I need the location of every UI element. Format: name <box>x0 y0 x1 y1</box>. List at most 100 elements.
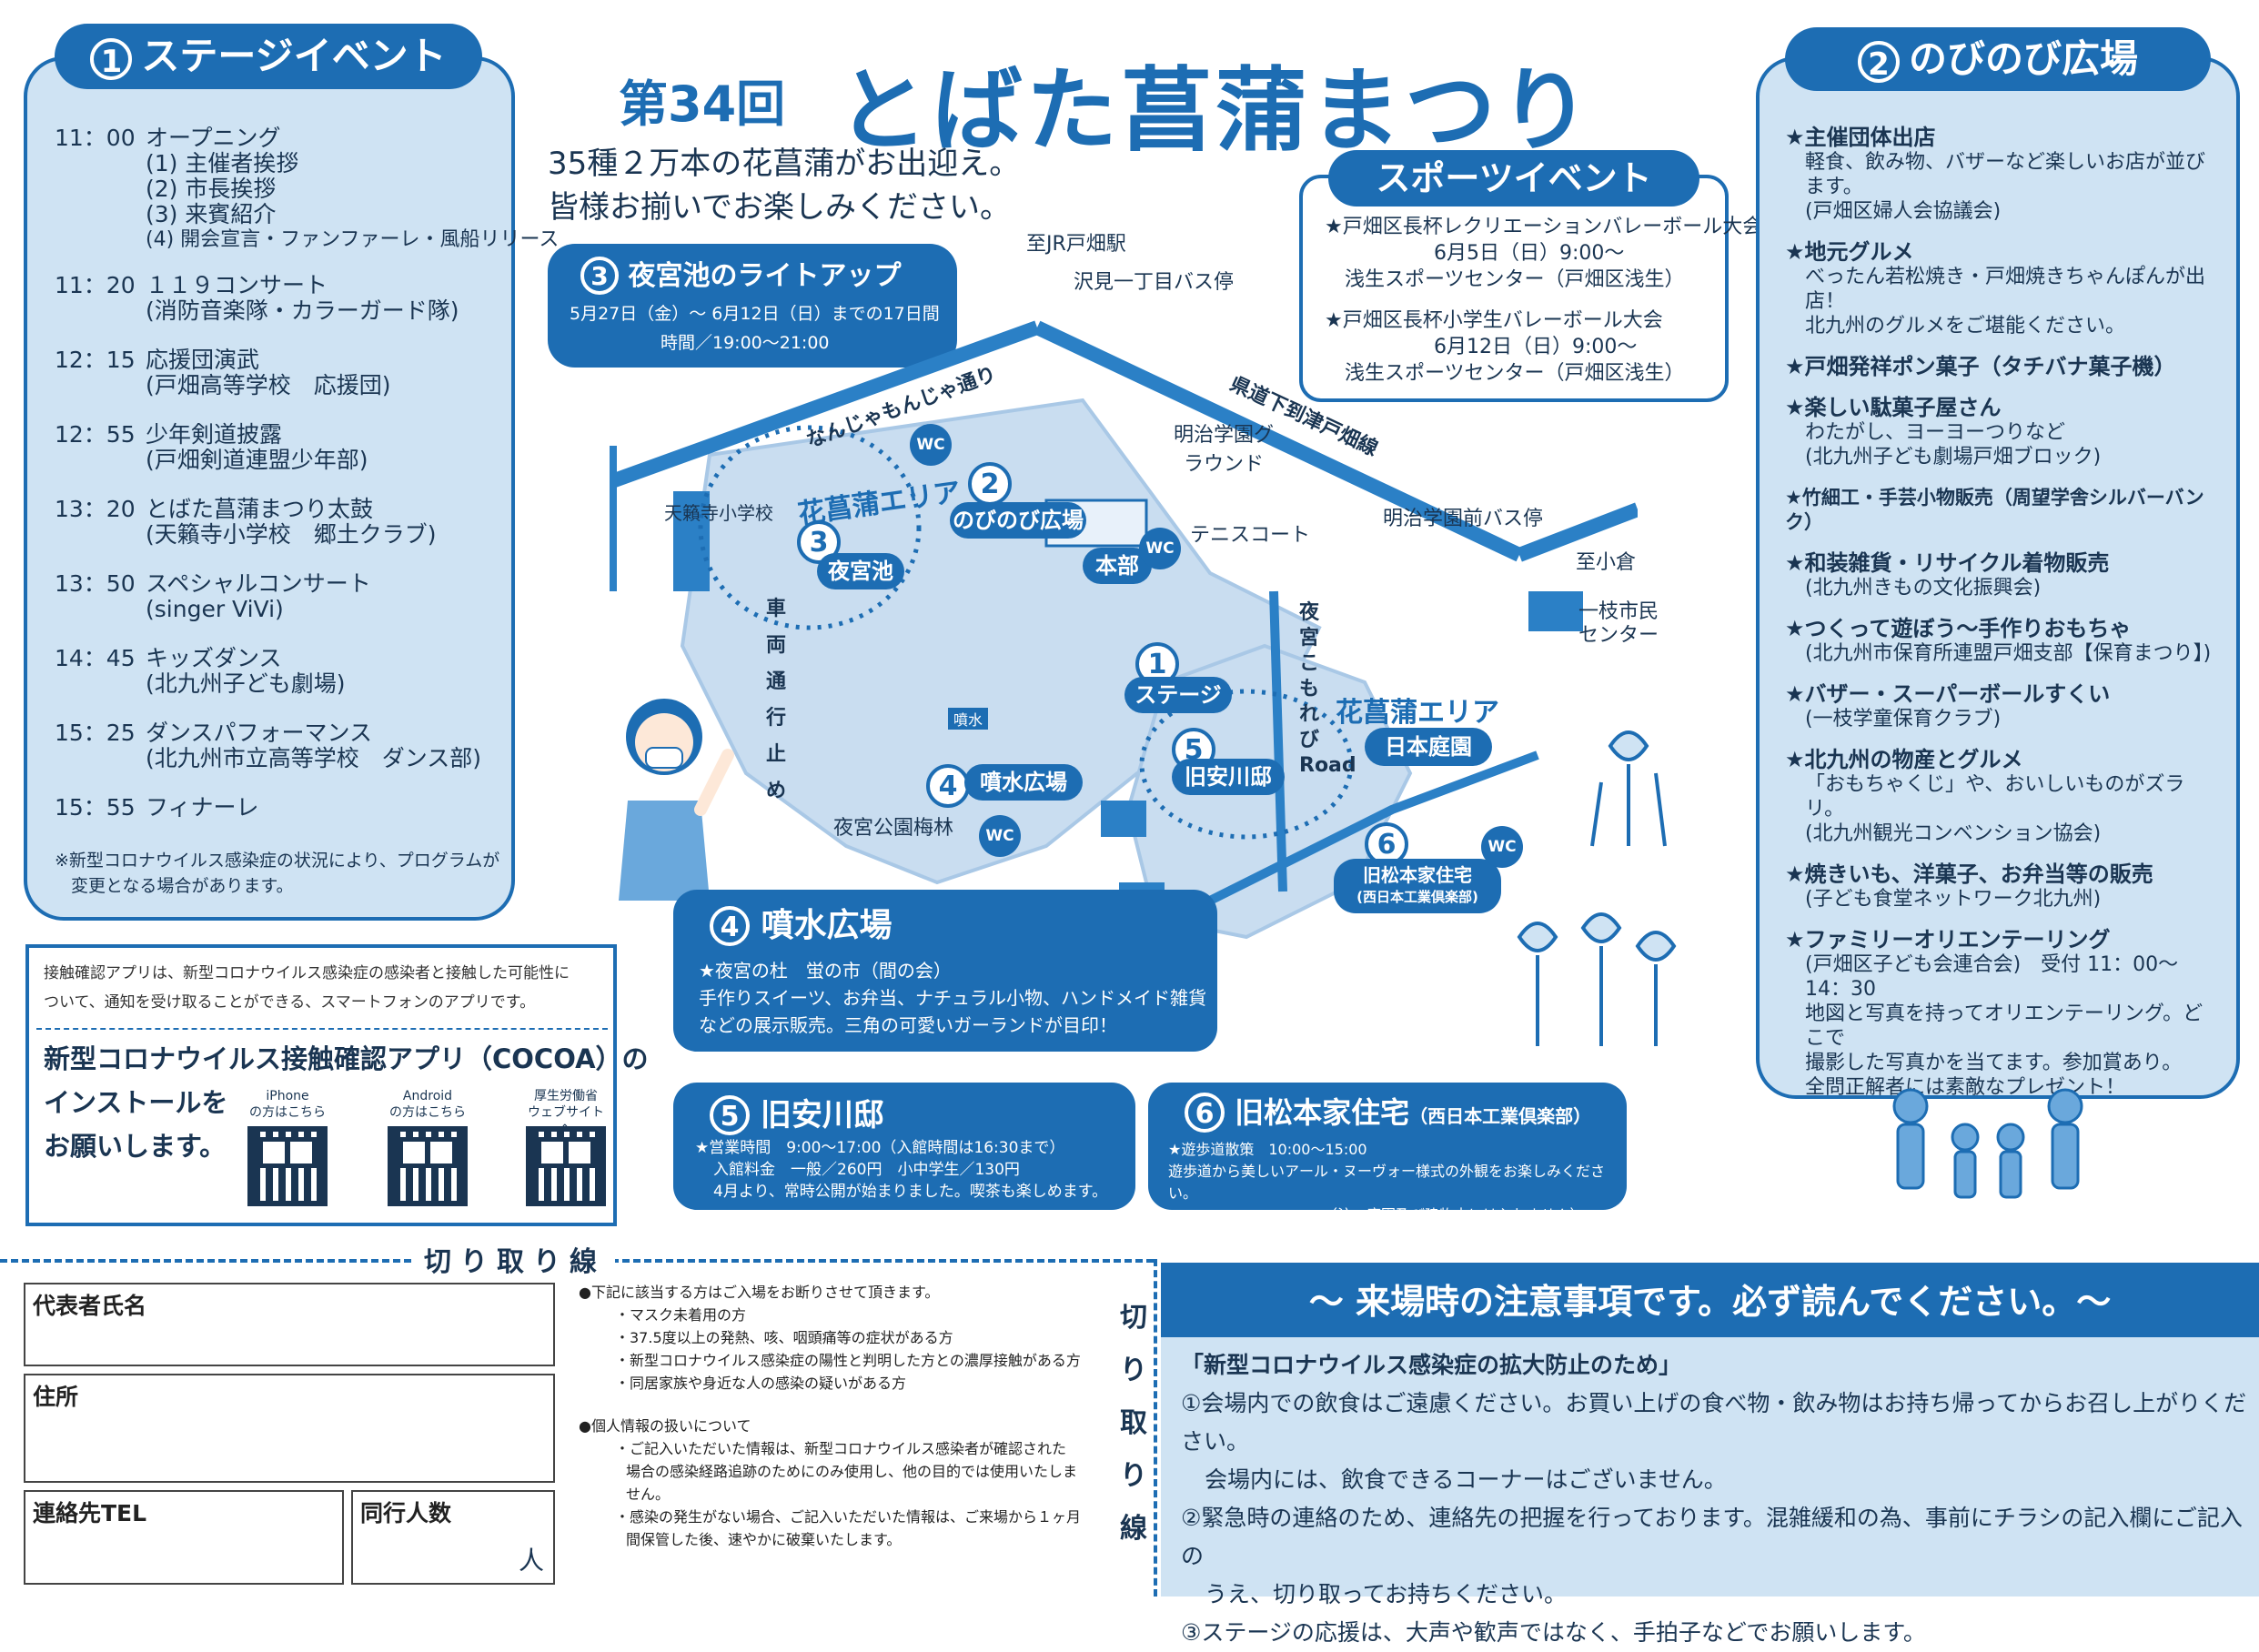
cocoa-main-line1: 新型コロナウイルス接触確認アプリ（COCOA）の <box>44 1043 649 1074</box>
matsumoto-line2: 遊歩道から美しいアール・ヌーヴォー様式の外観をお楽しみください。 <box>1168 1163 1606 1202</box>
nobinobi-item: ★バザー・スーパーボールすくい(一枝学童保育クラブ) <box>1785 682 2222 731</box>
wc-icon: WC <box>979 815 1021 857</box>
stage-item-sub: (北九州市立高等学校 ダンス部) <box>146 745 482 771</box>
stage-item-title: オープニング <box>146 125 281 151</box>
funsui-line3: などの展示販売。三角の可愛いガーランドが目印！ <box>699 1014 1117 1036</box>
cocoa-divider <box>36 1028 608 1030</box>
map-road-kendo <box>1034 320 1523 562</box>
map-label-matsumoto-sub: (西日本工業倶楽部) <box>1356 889 1478 905</box>
map-ichieda: 一枝市民センター <box>1578 600 1659 647</box>
nobinobi-item-detail: (北九州市保育所連盟戸畑支部【保育まつり】) <box>1805 642 2212 665</box>
form-name-field[interactable]: 代表者氏名 <box>24 1283 555 1366</box>
map-to-station: 至JR戸畑駅 <box>1026 233 1126 256</box>
lightup-title: 夜宮池のライトアップ <box>628 260 902 292</box>
map-to-kokura: 至小倉 <box>1576 551 1637 574</box>
qr-caption-mhlw: 厚生労働省ウェブサイトへ <box>522 1088 610 1137</box>
map-tennis: テニスコート <box>1190 524 1311 547</box>
map-label-yasukawa: 旧安川邸 <box>1172 759 1285 795</box>
yasukawa-body: ★営業時間 9:00〜17:00（入館時間は16:30まで） 入館料金 一般／2… <box>695 1137 1107 1203</box>
consent-c1: ・マスク未着用の方 <box>615 1306 747 1324</box>
stage-item-time: 11：20 <box>55 272 136 298</box>
nobinobi-item-detail: 北九州のグルメをご堪能ください。 <box>1805 315 2126 337</box>
consent-h2: ●個人情報の扱いについて <box>579 1417 751 1435</box>
stage-item-sub: (singer ViVi) <box>146 596 284 622</box>
nobinobi-item-detail: 「おもちゃくじ」や、おいしいものがズラリ。 <box>1805 773 2185 821</box>
form-address-field[interactable]: 住所 <box>24 1374 555 1483</box>
qr-caption-android-b: の方はこちら <box>389 1105 466 1120</box>
cocoa-main-line2: インストールを <box>44 1087 228 1118</box>
cocoa-main: 新型コロナウイルス接触確認アプリ（COCOA）の インストールを お願いします。 <box>44 1037 649 1168</box>
nobinobi-item: ★北九州の物産とグルメ「おもちゃくじ」や、おいしいものがズラリ。(北九州観光コン… <box>1785 748 2222 846</box>
funsui-num: 4 <box>710 906 750 946</box>
nobinobi-item-detail: わたがし、ヨーヨーつりなど <box>1805 421 2066 444</box>
map-meiji-ground: 明治学園グラウンド <box>1174 424 1275 476</box>
stage-item-time: 15：25 <box>55 720 136 746</box>
nobinobi-item: ★地元グルメべったん若松焼き・戸畑焼きちゃんぽんが出店！北九州のグルメをご堪能く… <box>1785 240 2222 338</box>
nobinobi-item-detail: 地図と写真を持ってオリエンテーリング。どこで <box>1805 1002 2204 1050</box>
nobinobi-item-detail: (北九州子ども劇場戸畑ブロック) <box>1805 446 2102 468</box>
yasukawa-num: 5 <box>710 1095 750 1135</box>
festival-title: とばた菖蒲まつり <box>837 56 1594 164</box>
nobinobi-item: ★和装雑貨・リサイクル着物販売(北九州きもの文化振興会) <box>1785 551 2222 600</box>
yasukawa-line3: 4月より、常時公開が始まりました。喫茶も楽しめます。 <box>713 1183 1108 1201</box>
stage-note: ※新型コロナウイルス感染症の状況により、プログラムが 変更となる場合があります。 <box>55 848 499 899</box>
consent-h1: ●下記に該当する方はご入場をお断りさせて頂きます。 <box>579 1284 940 1301</box>
yasukawa-line1: ★営業時間 9:00〜17:00（入館時間は16:30まで） <box>695 1139 1065 1157</box>
qr-code-mhlw[interactable] <box>526 1126 606 1206</box>
cocoa-desc-line2: ついて、通知を受け取ることができる、スマートフォンのアプリです。 <box>44 993 536 1012</box>
consent-c4: ・同居家族や身近な人の感染の疑いがある方 <box>615 1375 907 1392</box>
nobinobi-item: ★ファミリーオリエンテーリング(戸畑区子ども会連合会) 受付 11：00〜14：… <box>1785 928 2222 1100</box>
yasukawa-box: 5 旧安川邸 ★営業時間 9:00〜17:00（入館時間は16:30まで） 入館… <box>673 1083 1135 1210</box>
form-companions-field[interactable]: 同行人数 人 <box>351 1490 555 1585</box>
sports-event1-date: 6月5日（日）9:00〜 <box>1434 242 1625 265</box>
yasukawa-title: 旧安川邸 <box>760 1097 884 1133</box>
map-road-komorebi <box>1269 590 1287 892</box>
form-tel-label: 連絡先TEL <box>33 1500 147 1526</box>
nobinobi-item: ★戸畑発祥ポン菓子（タチバナ菓子機） <box>1785 355 2222 379</box>
qr-caption-mhlw-a: 厚生労働省 <box>534 1089 598 1103</box>
form-companions-label: 同行人数 <box>360 1500 452 1526</box>
nobinobi-item-detail: 撮影した写真かを当てます。参加賞あり。 <box>1805 1052 2183 1074</box>
map-road-nanjamonja <box>610 320 1040 489</box>
map-road-east <box>1517 502 1638 562</box>
caution-body: 「新型コロナウイルス感染症の拡大防止のため」 ①会場内での飲食はご遠慮ください。… <box>1181 1346 2259 1652</box>
qr-caption-iphone-a: iPhone <box>266 1089 309 1103</box>
sports-event2-title: ★戸畑区長杯小学生バレーボール大会 <box>1325 309 1663 332</box>
stage-item-sub: (天籟寺小学校 郷土クラブ) <box>146 521 437 548</box>
sports-title: スポーツイベント <box>1328 150 1699 206</box>
map-building-ichieda <box>1528 591 1583 631</box>
nobinobi-item-detail: (子ども食堂ネットワーク北九州) <box>1805 888 2102 911</box>
qr-code-android[interactable] <box>388 1126 468 1206</box>
nobinobi-item-title: ★ファミリーオリエンテーリング <box>1785 927 2111 952</box>
stage-num: 1 <box>90 37 133 80</box>
lightup-box: 3 夜宮池のライトアップ 5月27日（金）〜 6月12日（日）までの17日間 時… <box>548 244 957 368</box>
qr-code-iphone[interactable] <box>247 1126 328 1206</box>
stage-item-sub: (1) 主催者挨拶 <box>146 150 299 176</box>
map-label-stage: ステージ <box>1124 677 1232 713</box>
form-tel-field[interactable]: 連絡先TEL <box>24 1490 344 1585</box>
intro-line2: 皆様お揃いでお楽しみください。 <box>548 189 1011 226</box>
nobinobi-item-detail: (北九州きもの文化振興会) <box>1805 577 2042 599</box>
map-label-matsumoto-name: 旧松本家住宅 <box>1363 864 1472 886</box>
consent-p3: せん。 <box>626 1486 671 1503</box>
cut-line-label: 切り取り線 <box>415 1239 615 1279</box>
stage-item-time: 13：50 <box>55 570 136 597</box>
stage-item-sub: (2) 市長挨拶 <box>146 176 277 202</box>
wc-icon: WC <box>1481 826 1523 868</box>
map-building-yasukawa <box>1101 801 1146 837</box>
nobinobi-item-detail: (北九州観光コンベンション協会) <box>1805 822 2102 845</box>
matsumoto-sub: （西日本工業倶楽部） <box>1409 1105 1592 1127</box>
stage-item-sub: (4) 開会宣言・ファンファーレ・風船リリース <box>146 228 560 251</box>
caution-title-bar <box>1161 1263 2259 1337</box>
stage-title: ステージイベント <box>141 34 447 78</box>
matsumoto-box: 6 旧松本家住宅（西日本工業倶楽部） ★遊歩道散策 10:00〜15:00 遊歩… <box>1148 1083 1627 1224</box>
nobinobi-items: ★主催団体出店軽食、飲み物、バザーなど楽しいお店が並びます。(戸畑区婦人会協議会… <box>1785 126 2222 1116</box>
nobinobi-item-detail: (戸畑区子ども会連合会) 受付 11：00〜14：30 <box>1805 953 2179 1001</box>
lightup-time: 時間／19:00〜21:00 <box>661 333 830 353</box>
stage-item-time: 13：20 <box>55 496 136 522</box>
